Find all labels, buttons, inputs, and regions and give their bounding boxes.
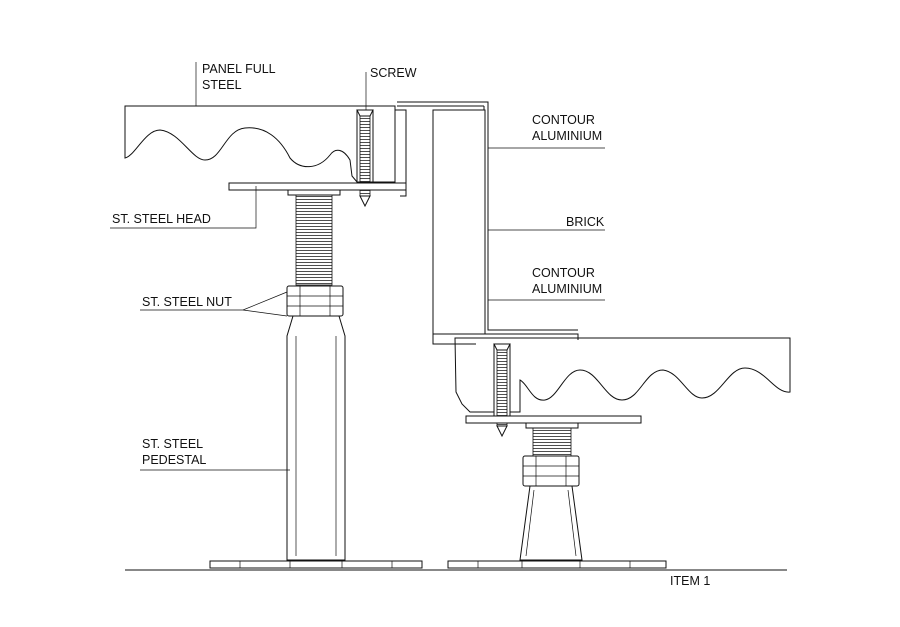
label-panel-full-steel-line2: STEEL — [202, 78, 242, 92]
label-steel-pedestal-line2: PEDESTAL — [142, 453, 206, 467]
brick-block — [432, 109, 486, 335]
lower-threaded-rod — [532, 427, 572, 457]
label-brick: BRICK — [566, 215, 605, 229]
label-item: ITEM 1 — [670, 574, 710, 588]
label-steel-head: ST. STEEL HEAD — [112, 212, 211, 226]
upper-floor-panel — [124, 105, 396, 183]
lower-steel-head-plate — [465, 415, 642, 429]
upper-steel-head-plate — [228, 182, 407, 196]
upper-steel-pedestal — [286, 315, 346, 561]
upper-threaded-rod — [295, 194, 333, 286]
lower-steel-nut — [522, 455, 580, 487]
label-screw: SCREW — [370, 66, 417, 80]
label-steel-nut: ST. STEEL NUT — [142, 295, 232, 309]
drawing-labels: PANEL FULL STEEL SCREW CONTOUR ALUMINIUM… — [112, 62, 710, 588]
label-contour-aluminium-bottom-line1: CONTOUR — [532, 266, 595, 280]
label-panel-full-steel-line1: PANEL FULL — [202, 62, 276, 76]
upper-screw — [356, 109, 374, 208]
lower-screw — [493, 343, 511, 438]
upper-base-plate — [209, 560, 423, 569]
lower-base-plate — [447, 560, 667, 569]
label-contour-aluminium-top-line1: CONTOUR — [532, 113, 595, 127]
label-steel-pedestal-line1: ST. STEEL — [142, 437, 203, 451]
leader-lines — [110, 62, 605, 471]
label-contour-aluminium-top-line2: ALUMINIUM — [532, 129, 602, 143]
upper-steel-nut — [286, 285, 344, 317]
lower-steel-pedestal — [519, 485, 583, 561]
label-contour-aluminium-bottom-line2: ALUMINIUM — [532, 282, 602, 296]
